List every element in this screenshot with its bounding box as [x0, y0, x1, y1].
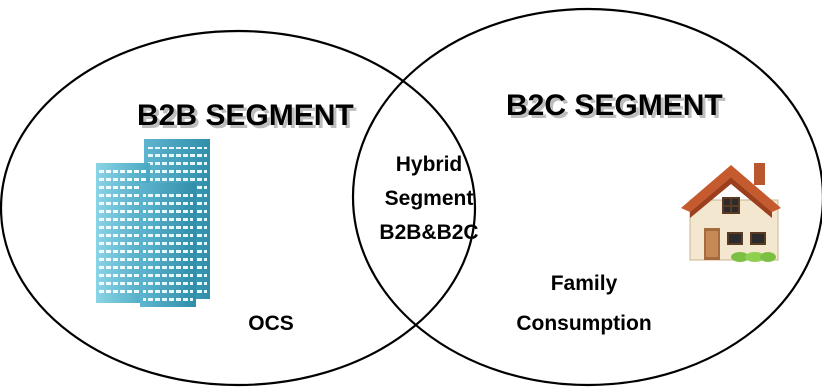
b2b-circle [0, 29, 477, 387]
overlap-label-line2: Segment [385, 187, 474, 210]
b2c-label-line1: Family [551, 272, 618, 295]
b2b-title: B2B SEGMENT [137, 99, 354, 132]
b2b-title-shadow: B2B SEGMENT [140, 102, 357, 135]
b2c-label-line2: Consumption [516, 312, 651, 335]
house-icon [681, 163, 781, 262]
overlap-label-line3: B2B&B2C [379, 221, 478, 244]
b2b-label: OCS [248, 312, 294, 335]
b2c-title-shadow: B2C SEGMENT [509, 92, 726, 125]
b2c-title: B2C SEGMENT [506, 89, 723, 122]
overlap-label-line1: Hybrid [396, 153, 463, 176]
office-buildings-icon [96, 139, 210, 307]
b2c-circle [351, 7, 822, 387]
